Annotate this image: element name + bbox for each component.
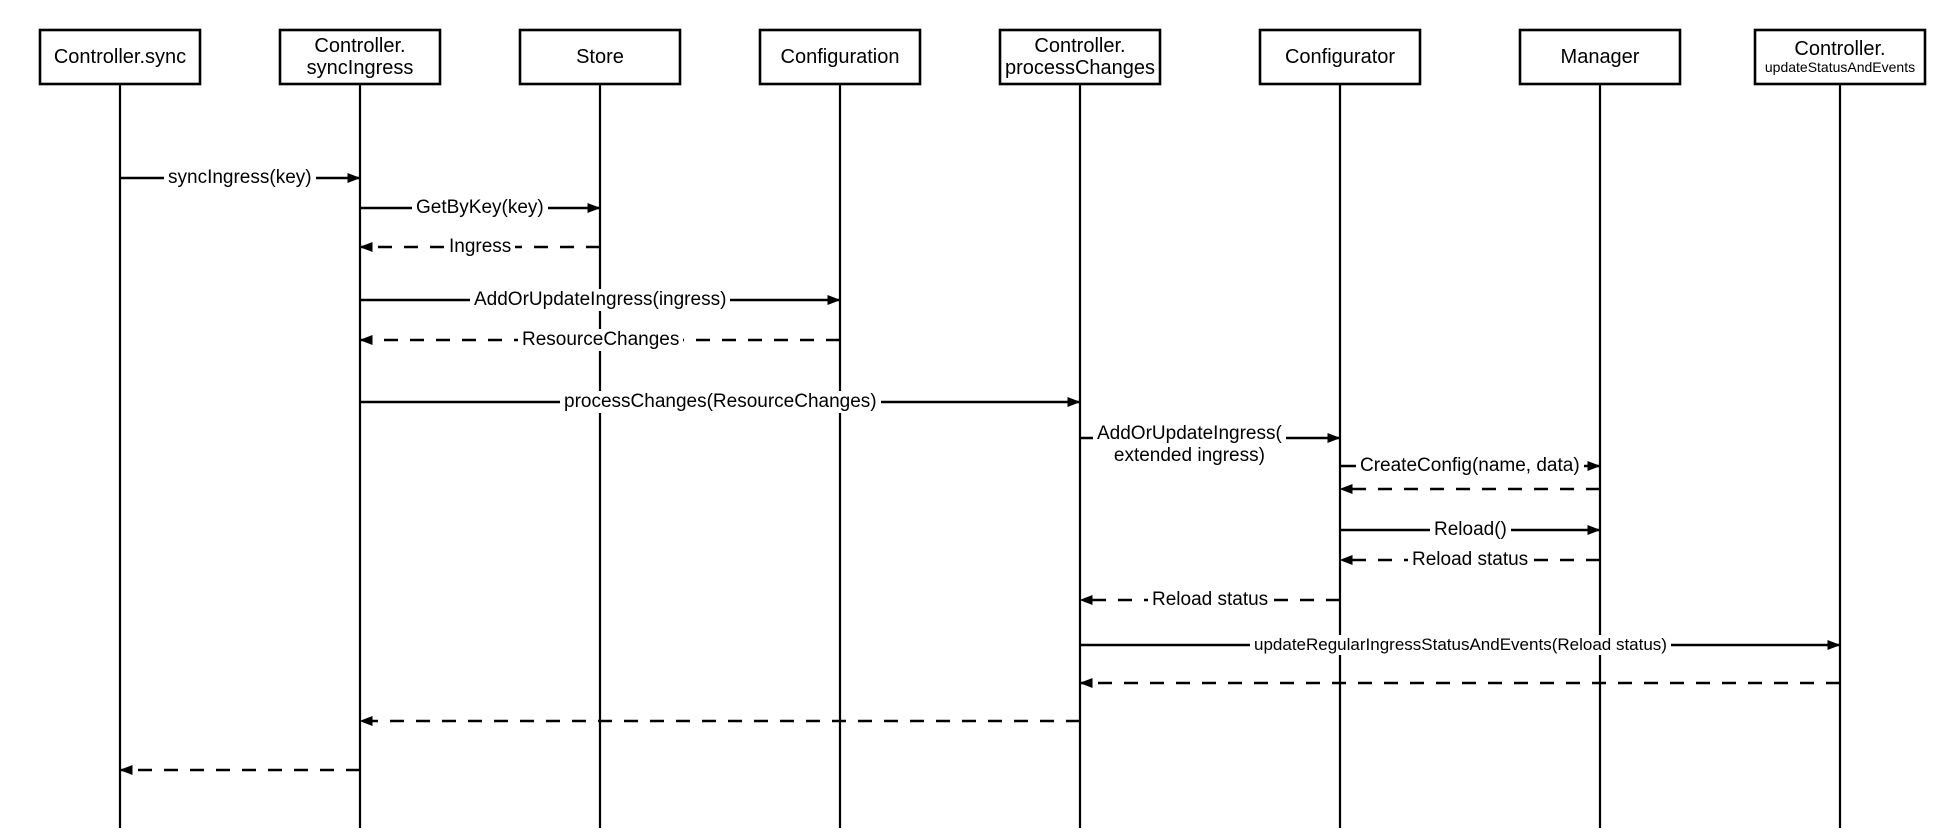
message-label-m3: Ingress (445, 236, 516, 258)
participant-box-manager[interactable] (1518, 28, 1682, 86)
message-label-m5: ResourceChanges (518, 329, 684, 351)
message-label-m11: Reload status (1408, 549, 1533, 571)
message-label-m2: GetByKey(key) (412, 197, 548, 219)
message-label-m13: updateRegularIngressStatusAndEvents(Relo… (1250, 635, 1671, 655)
participant-box-group (38, 28, 1927, 86)
participant-box-configuration[interactable] (758, 28, 922, 86)
participant-box-controller-sync[interactable] (38, 28, 202, 86)
participant-box-controller-updatestatus[interactable] (1753, 28, 1927, 86)
message-label-m8: CreateConfig(name, data) (1356, 455, 1584, 477)
message-label-m10: Reload() (1430, 519, 1511, 541)
participant-box-controller-syncingress[interactable] (278, 28, 442, 86)
message-label-m7: AddOrUpdateIngress( extended ingress) (1093, 423, 1286, 467)
participant-box-configurator[interactable] (1258, 28, 1422, 86)
participant-box-store[interactable] (518, 28, 682, 86)
message-label-m1: syncIngress(key) (164, 167, 316, 189)
message-label-m6: processChanges(ResourceChanges) (560, 391, 881, 413)
participant-box-controller-processchanges[interactable] (998, 28, 1162, 86)
message-label-m4: AddOrUpdateIngress(ingress) (470, 289, 731, 311)
message-label-m12: Reload status (1148, 589, 1273, 611)
